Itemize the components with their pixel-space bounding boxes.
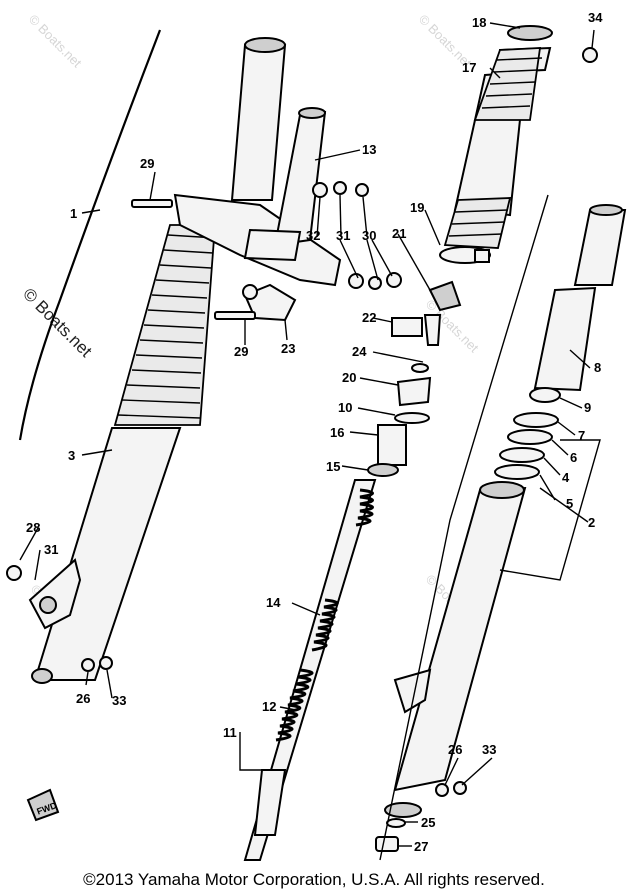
callout-6: 6	[570, 450, 577, 465]
callout-1: 1	[70, 206, 77, 221]
callout-2: 2	[588, 515, 595, 530]
callout-26-left: 26	[76, 691, 90, 706]
copyright-footer: ©2013 Yamaha Motor Corporation, U.S.A. A…	[83, 870, 545, 889]
callout-30: 30	[362, 228, 376, 243]
callout-10: 10	[338, 400, 352, 415]
callout-29-lower: 29	[234, 344, 248, 359]
assembly-bracket-2	[379, 194, 601, 861]
fwd-badge: FWD	[26, 788, 60, 822]
callout-29: 29	[140, 156, 154, 171]
front-fork-exploded-diagram: © Boats.net © Boats.net © Boats.net © Bo…	[6, 10, 627, 861]
svg-text:© Boats.net: © Boats.net	[26, 12, 85, 71]
callout-13: 13	[362, 142, 376, 157]
leader-lines	[19, 22, 595, 847]
callout-14: 14	[266, 595, 281, 610]
callout-33: 33	[482, 742, 496, 757]
callout-23: 23	[281, 341, 295, 356]
callout-labels: 1 2 3 4 5 6 7 8 9 10 11 12 13 14 15 16 1…	[26, 10, 603, 854]
callout-26: 26	[448, 742, 462, 757]
spring-middle	[311, 598, 339, 652]
spring-lower	[275, 668, 314, 742]
callout-3: 3	[68, 448, 75, 463]
callout-28: 28	[26, 520, 40, 535]
damper-rod-column	[243, 280, 462, 861]
callout-11: 11	[223, 725, 237, 740]
callout-31: 31	[336, 228, 350, 243]
callout-12: 12	[262, 699, 276, 714]
callout-17: 17	[462, 60, 476, 75]
callout-4: 4	[562, 470, 570, 485]
callout-22: 22	[362, 310, 376, 325]
callout-18: 18	[472, 15, 486, 30]
watermark-text: © Boats.net	[19, 284, 96, 361]
callout-5: 5	[566, 496, 573, 511]
callout-31-left: 31	[44, 542, 58, 557]
callout-20: 20	[342, 370, 356, 385]
upper-bracket	[131, 107, 402, 322]
callout-16: 16	[330, 425, 344, 440]
right-fork-assembly	[375, 204, 627, 852]
spring-upper	[355, 488, 374, 527]
assembly-bracket-1	[18, 29, 162, 441]
callout-8: 8	[594, 360, 601, 375]
callout-33-left: 33	[112, 693, 126, 708]
callout-24: 24	[352, 344, 367, 359]
callout-34: 34	[588, 10, 603, 25]
callout-15: 15	[326, 459, 340, 474]
callout-9: 9	[584, 400, 591, 415]
fork-boot-assembly	[439, 25, 598, 264]
callout-21: 21	[392, 226, 406, 241]
callout-27: 27	[414, 839, 428, 854]
callout-7: 7	[578, 428, 585, 443]
left-fork-assembly	[6, 37, 287, 684]
callout-25: 25	[421, 815, 435, 830]
callout-19: 19	[410, 200, 424, 215]
callout-32: 32	[306, 228, 320, 243]
